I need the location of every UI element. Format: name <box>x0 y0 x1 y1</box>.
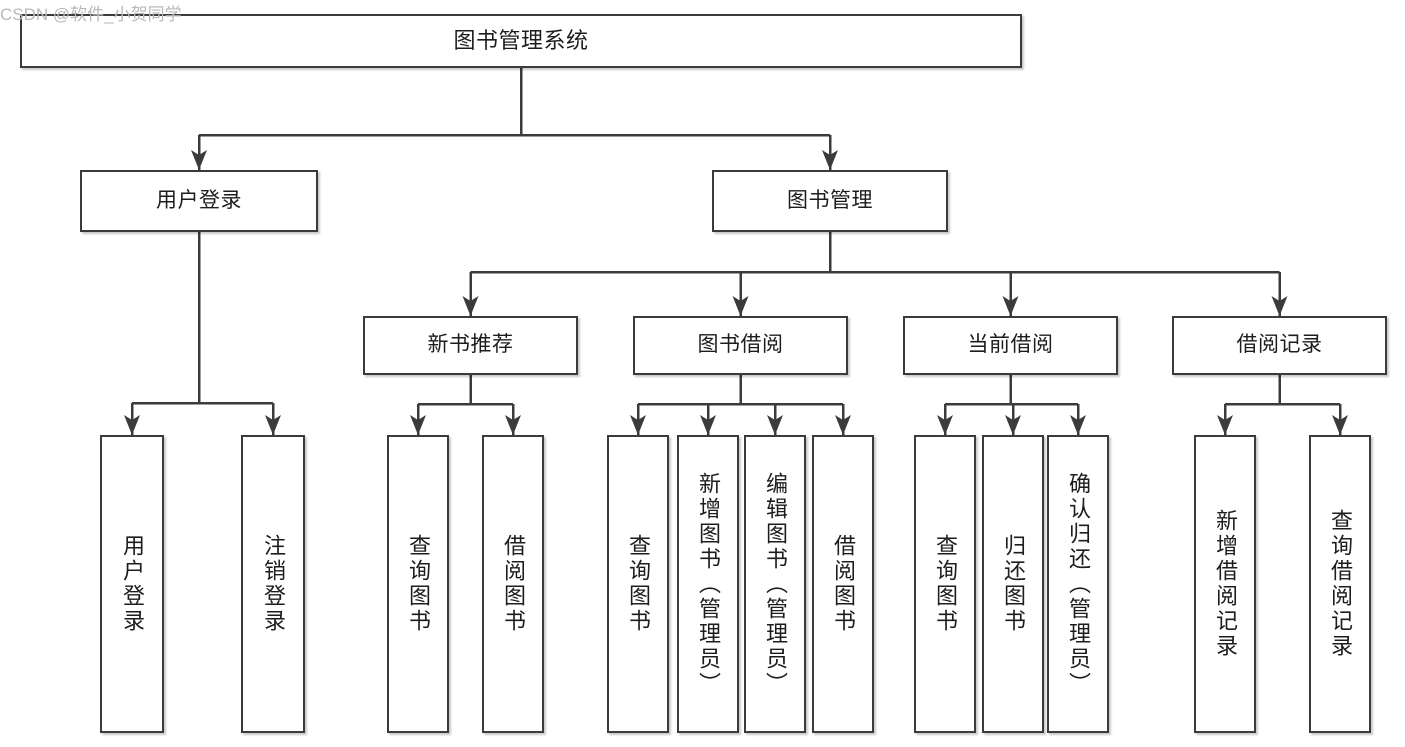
arrow-head-cur-return <box>1005 415 1021 435</box>
arrow-head-login-out <box>265 415 281 435</box>
arrow-head-records <box>1271 296 1288 316</box>
node-cur-query[interactable]: 查询图书 <box>914 435 976 733</box>
node-label: 查询图书 <box>933 534 958 634</box>
arrow-head-borrow-lend <box>835 415 851 435</box>
node-label: 图书借阅 <box>697 333 784 357</box>
node-label: 借阅图书 <box>831 534 856 634</box>
arrow-head-new-borrow <box>505 415 521 435</box>
arrow-head-login <box>191 150 207 170</box>
arrow-head-cur-confirm <box>1070 415 1086 435</box>
node-label: 新增图书（管理员） <box>696 471 721 697</box>
node-newbook[interactable]: 新书推荐 <box>363 316 578 375</box>
node-label: 用户登录 <box>120 534 145 634</box>
node-bookmgmt[interactable]: 图书管理 <box>712 170 948 232</box>
node-borrow-lend[interactable]: 借阅图书 <box>812 435 874 733</box>
arrow-head-newbook <box>462 296 479 316</box>
node-label: 归还图书 <box>1001 534 1026 634</box>
arrow-head-new-query <box>410 415 426 435</box>
node-cur-confirm[interactable]: 确认归还（管理员） <box>1047 435 1109 733</box>
arrow-head-borrow-edit <box>767 415 783 435</box>
node-rec-add[interactable]: 新增借阅记录 <box>1194 435 1256 733</box>
node-login[interactable]: 用户登录 <box>80 170 318 232</box>
node-label: 确认归还（管理员） <box>1066 471 1091 697</box>
node-root[interactable]: 图书管理系统 <box>20 14 1022 68</box>
node-label: 查询借阅记录 <box>1328 509 1353 659</box>
arrow-head-cur-query <box>937 415 953 435</box>
node-records[interactable]: 借阅记录 <box>1172 316 1387 375</box>
arrow-head-borrow-query <box>630 415 646 435</box>
node-new-borrow[interactable]: 借阅图书 <box>482 435 544 733</box>
node-new-query[interactable]: 查询图书 <box>387 435 449 733</box>
node-login-in[interactable]: 用户登录 <box>100 435 164 733</box>
arrow-head-current <box>1002 296 1019 316</box>
node-borrow[interactable]: 图书借阅 <box>633 316 848 375</box>
node-label: 借阅图书 <box>501 534 526 634</box>
node-rec-query[interactable]: 查询借阅记录 <box>1309 435 1371 733</box>
arrow-head-login-in <box>124 415 140 435</box>
node-label: 图书管理系统 <box>453 28 589 54</box>
node-borrow-add[interactable]: 新增图书（管理员） <box>677 435 739 733</box>
arrow-head-borrow-add <box>700 415 716 435</box>
node-borrow-edit[interactable]: 编辑图书（管理员） <box>744 435 806 733</box>
node-label: 编辑图书（管理员） <box>763 471 788 697</box>
node-current[interactable]: 当前借阅 <box>903 316 1118 375</box>
arrow-head-rec-add <box>1217 415 1233 435</box>
node-borrow-query[interactable]: 查询图书 <box>607 435 669 733</box>
node-login-out[interactable]: 注销登录 <box>241 435 305 733</box>
node-label: 用户登录 <box>156 188 242 212</box>
node-label: 新书推荐 <box>427 333 514 357</box>
arrow-head-rec-query <box>1332 415 1348 435</box>
node-label: 图书管理 <box>787 188 873 212</box>
node-label: 当前借阅 <box>967 333 1054 357</box>
arrow-head-borrow <box>732 296 749 316</box>
node-label: 新增借阅记录 <box>1213 509 1238 659</box>
node-label: 查询图书 <box>626 534 651 634</box>
node-label: 查询图书 <box>406 534 431 634</box>
node-cur-return[interactable]: 归还图书 <box>982 435 1044 733</box>
node-label: 借阅记录 <box>1236 333 1323 357</box>
arrow-head-bookmgmt <box>822 150 838 170</box>
node-label: 注销登录 <box>261 534 286 634</box>
